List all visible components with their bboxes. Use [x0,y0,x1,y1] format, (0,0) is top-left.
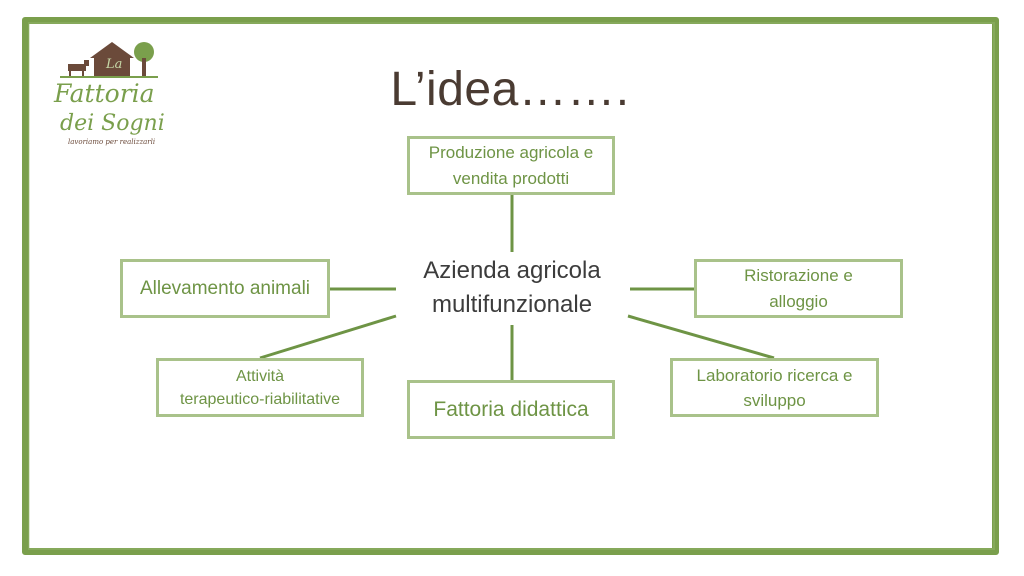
node-laboratorio-line1: Laboratorio ricerca e [696,365,853,385]
central-node-line1: Azienda agricola [423,257,601,284]
slide-frame-inner [28,22,995,550]
logo-fattoria: Fattoria [53,79,155,108]
node-terapeutico-line2: terapeutico-riabilitative [179,390,341,408]
connector-laboratorio [627,314,775,360]
slide-frame [22,17,999,555]
node-allevamento: Allevamento animali [120,259,330,318]
slide-title: L’idea……. [390,63,630,116]
farm-logo-icon: La Fattoria dei Sogni lavoriamo per real… [53,42,165,146]
node-ristorazione-line2: alloggio [769,291,828,311]
node-laboratorio: Laboratorio ricerca e sviluppo [670,358,879,417]
node-ristorazione: Ristorazione e alloggio [694,259,903,318]
logo-dei-sogni: dei Sogni [60,111,165,136]
central-node-line2: multifunzionale [431,291,593,318]
node-allevamento-line1: Allevamento animali [139,277,311,299]
node-produzione-line2: vendita prodotti [452,168,570,188]
node-terapeutico-line1: Attività [235,367,284,385]
node-laboratorio-line2: sviluppo [743,390,806,410]
logo-la: La [105,57,122,72]
node-terapeutico: Attività terapeutico-riabilitative [156,358,364,417]
connector-terapeutico [259,314,397,360]
node-ristorazione-line1: Ristorazione e [744,265,853,285]
node-produzione-line1: Produzione agricola e [428,142,594,162]
central-node: Azienda agricola multifunzionale [398,254,626,322]
logo: La Fattoria dei Sogni lavoriamo per real… [50,38,172,148]
node-didattica: Fattoria didattica [407,380,615,439]
logo-tagline: lavoriamo per realizzarli [68,138,155,146]
node-didattica-line1: Fattoria didattica [433,397,589,421]
node-produzione: Produzione agricola e vendita prodotti [407,136,615,195]
